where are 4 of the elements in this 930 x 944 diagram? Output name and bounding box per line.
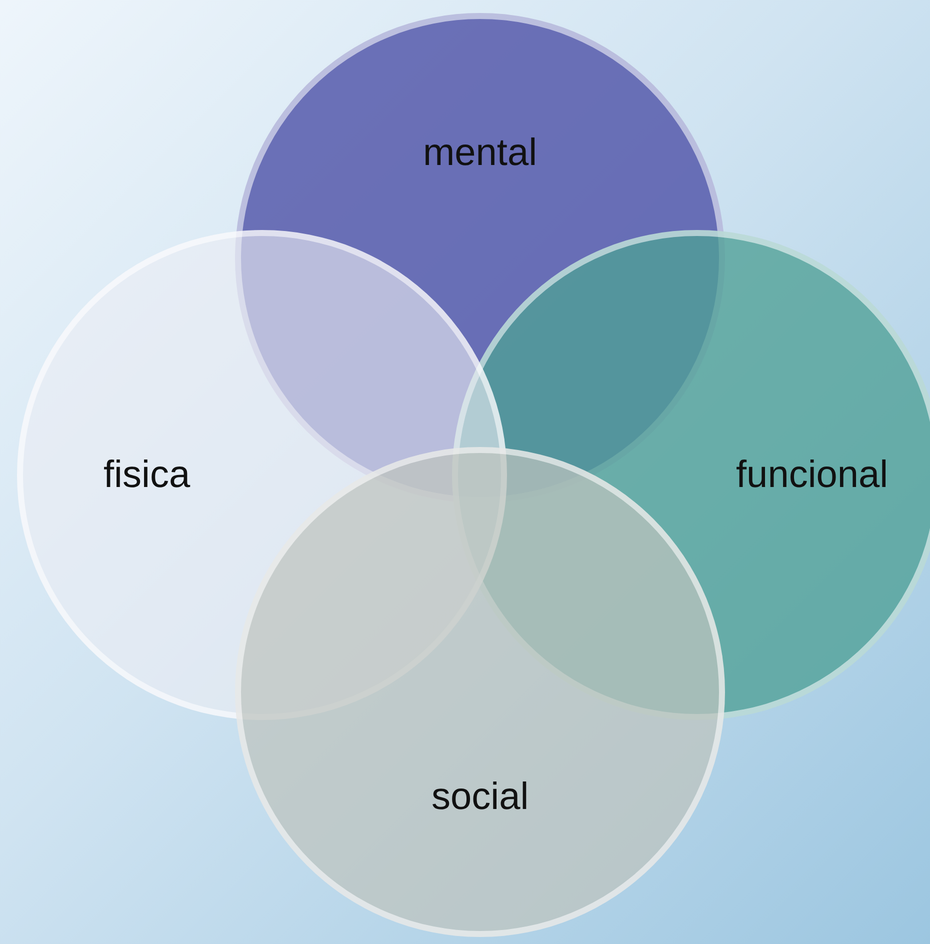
circle-label: mental — [423, 132, 538, 174]
circle-label: social — [432, 776, 529, 818]
circle-label: fisica — [104, 454, 190, 496]
circle-label: funcional — [736, 454, 888, 496]
